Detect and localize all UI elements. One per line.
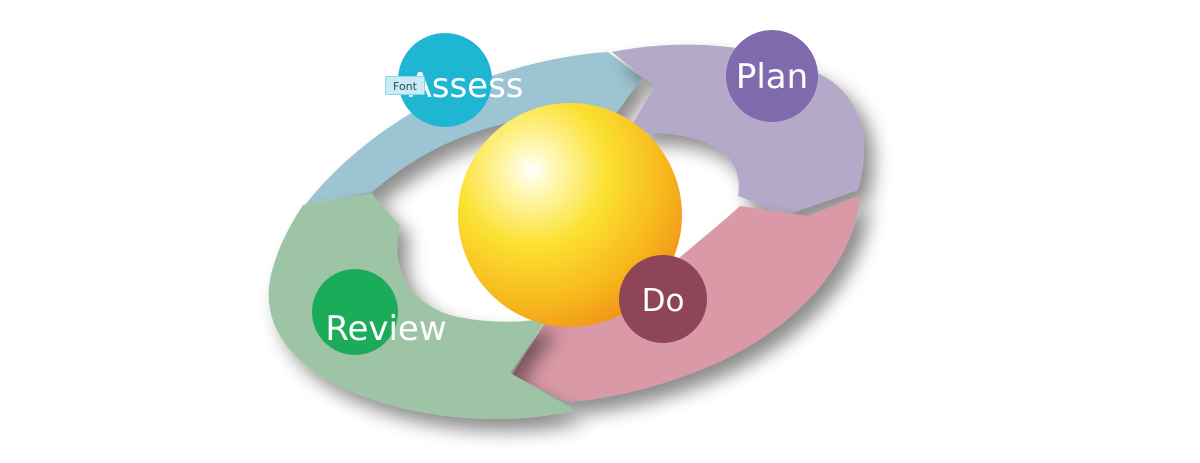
review-label: Review	[325, 309, 446, 349]
plan-badge	[726, 30, 818, 122]
center-sphere	[458, 103, 682, 327]
assess-arrow	[305, 52, 642, 205]
assess-badge	[398, 33, 492, 127]
review-arrow	[268, 193, 575, 419]
review-badge	[312, 269, 398, 355]
plan-label: Plan	[736, 57, 808, 97]
do-badge	[619, 255, 707, 343]
font-tooltip: Font	[385, 76, 425, 95]
do-label: Do	[642, 283, 685, 319]
assess-label: Assess	[408, 66, 523, 106]
